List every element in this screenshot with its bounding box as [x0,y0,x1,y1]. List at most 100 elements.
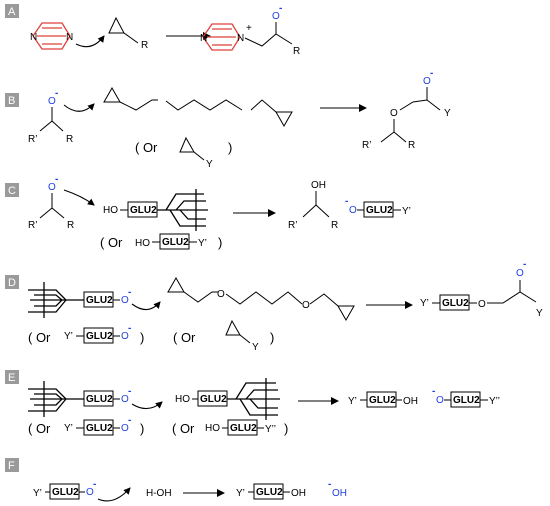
glu2-label: GLU2 [86,394,113,405]
alt-reagent-close-1: ) [140,330,144,345]
alkoxide-charge: - [55,174,58,185]
product-y-prime: Y’ [348,396,357,407]
panel-c-tab [5,183,19,197]
curved-attack-arrow [97,487,131,502]
panel-d-label: D [8,277,16,289]
dabco-cation: N N + [200,23,252,51]
product-alkoxide-charge: - [523,259,526,270]
panel-b-tab [5,93,19,107]
alt-reagent-open-2: ( Or [173,330,196,345]
panel-f-label: F [8,460,15,472]
product-c-alcohol: OH R’ R [288,180,338,231]
dabco-cage: N N [30,22,73,50]
diepoxide-crosslinker: O O [167,276,355,322]
alkoxide-o: O [272,11,280,22]
alkoxide-charge: - [93,479,96,490]
alt-hydroxyl-ho: HO [135,238,150,249]
panel-f: F Y’ GLU2 O - H-OH Y’ GLU2 OH - OH [5,458,347,502]
panel-b-label: B [8,95,15,107]
product-e-ether: Y’ GLU2 OH [348,391,418,408]
product-y-double-prime: Y’’ [489,396,500,407]
product-r-prime: R’ [362,140,371,151]
glu2-label: GLU2 [86,331,113,342]
r-prime-group: R’ [28,220,37,231]
glu2-label: GLU2 [86,295,113,306]
ether-o-1: O [217,289,225,300]
r-group: R [67,220,74,231]
panel-a-label: A [8,6,16,18]
epoxide-y-group: Y [206,159,213,170]
alt-reagent-open: ( Or [135,140,158,155]
product-d: Y’ GLU2 O O - Y [420,259,543,319]
hydroxide-oh: OH [332,488,347,499]
alkoxide-o: O [48,182,56,193]
glu2-label: GLU2 [442,298,469,309]
glu2-label: GLU2 [86,423,113,434]
product-c-alkoxide: - O GLU2 Y’ [345,196,411,218]
glu2-label: GLU2 [230,423,257,434]
y-double-prime-group: Y’’ [265,424,276,435]
panel-d: D GLU2 O - O O ( Or Y’ GLU2 O [5,259,543,353]
y-prime-group: Y’ [33,488,42,499]
alt-reagent-open-1: ( Or [28,421,51,436]
alt-hydroxyl-ho: HO [205,423,220,434]
amine-n-right: N [66,32,73,43]
glu2-label: GLU2 [369,395,396,406]
product-ether-o: O [478,299,486,310]
glu2-label: GLU2 [366,205,393,216]
water: H-OH [146,488,172,499]
r-prime-group: R’ [28,134,37,145]
product-y-prime: Y’ [420,298,429,309]
product-r-group: R [293,46,300,57]
epoxide-icon: Y [225,319,259,353]
alt-reagent-close: ) [228,140,232,155]
product-alkoxide-o: O [349,205,357,216]
alkoxide-charge: - [128,323,131,334]
amine-n-left: N [30,32,37,43]
alt-reagent-close: ) [218,235,222,250]
product-r: R [331,220,338,231]
polymer-branches-icon [28,282,84,318]
product-oh: OH [311,180,326,191]
epoxide-r-group: R [141,40,148,51]
glu2-label: GLU2 [162,237,189,248]
r-group: R [66,134,73,145]
product-b: O - Y O R’ R [362,68,451,151]
y-prime-group: Y’ [64,423,73,434]
alkoxide-charge: - [279,3,282,14]
polymer-branches-icon [227,378,280,420]
curved-attack-arrow [63,189,95,206]
panel-c: C O - R’ R HO GLU2 ( Or HO GLU2 Y’ ) OH [5,174,411,250]
epoxide-icon: R [108,16,148,51]
product-r: R [408,140,415,151]
diepoxide-crosslinker [103,86,293,128]
panel-b: B O - R’ R ( Or Y ) O - [5,68,451,170]
alkoxide-o: O [48,96,56,107]
product-r-prime: R’ [288,220,297,231]
product-ether-o: O [390,108,398,119]
curved-attack-arrow [75,35,105,48]
epoxide-y-group: Y [252,342,259,353]
epoxide-icon: Y [179,136,213,170]
panel-c-label: C [8,185,16,197]
alkoxide-o: O [121,295,129,306]
panel-e: E GLU2 O - HO GLU2 ( Or Y’ [5,370,500,436]
product-oh: OH [403,396,418,407]
glu2-label: GLU2 [453,395,480,406]
panel-a-tab [5,4,19,18]
ammonium-n: N [237,33,244,44]
product-charge: - [432,386,435,397]
alt-reagent-close-2: ) [270,330,274,345]
product-y-group: Y [536,308,543,319]
alt-reagent-open-1: ( Or [28,330,51,345]
polymer-branches-icon [157,189,208,231]
product-alkoxide-o: O [516,268,524,279]
panel-f-tab [5,458,19,472]
product-y-group: Y [444,108,451,119]
curved-attack-arrow [131,401,163,410]
glu2-label: GLU2 [256,487,283,498]
product-oh: OH [291,488,306,499]
alkoxide-charge: - [128,415,131,426]
alt-reagent-open: ( Or [100,235,123,250]
